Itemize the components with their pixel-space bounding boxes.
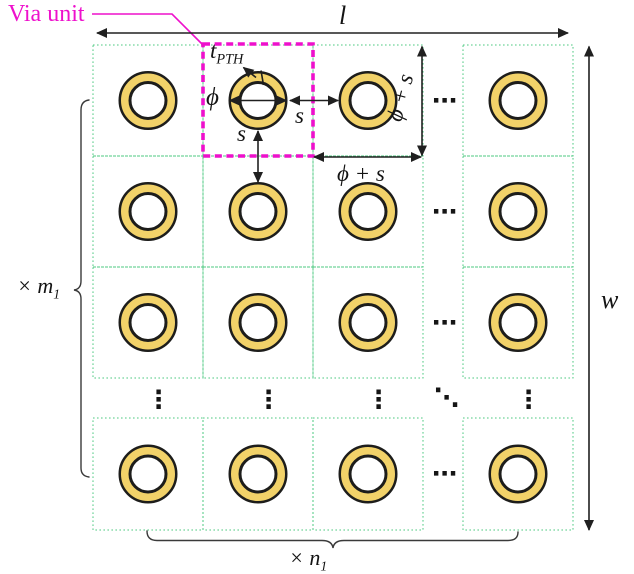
row-ellipsis: ⋯ xyxy=(432,86,457,115)
row-ellipsis: ⋯ xyxy=(432,459,457,488)
column-ellipsis: ⋮ xyxy=(516,385,541,414)
via-ring xyxy=(338,293,398,352)
via-ring xyxy=(488,293,548,352)
via-ring xyxy=(118,444,178,504)
via-ring xyxy=(228,293,288,352)
via-ring xyxy=(118,71,178,130)
plating-thickness-arrow xyxy=(242,66,257,79)
rows-count-brace xyxy=(73,99,90,478)
cols-count-label: × n1 xyxy=(289,545,328,574)
pitch-label-horizontal: ϕ + s xyxy=(337,161,385,186)
column-ellipsis: ⋮ xyxy=(146,385,171,414)
via-ring xyxy=(228,182,288,241)
row-ellipsis: ⋯ xyxy=(432,308,457,337)
via-grid xyxy=(118,71,548,504)
via-ring xyxy=(488,71,548,130)
via-unit-label: Via unit xyxy=(8,1,85,27)
hole-diameter-label: ϕ xyxy=(206,84,219,111)
row-ellipsis: ⋯ xyxy=(432,197,457,226)
via-ring xyxy=(338,182,398,241)
plating-thickness-label: tPTH xyxy=(210,38,244,68)
via-ring xyxy=(338,71,398,130)
diagonal-ellipsis: ⋱ xyxy=(434,383,459,412)
length-label: l xyxy=(339,1,347,30)
via-ring xyxy=(338,444,398,504)
spacing-label-horizontal: s xyxy=(295,103,304,128)
via-ring xyxy=(118,182,178,241)
column-ellipsis: ⋮ xyxy=(256,385,281,414)
rows-count-label: × m1 xyxy=(17,273,61,302)
via-ring xyxy=(228,444,288,504)
cols-count-brace xyxy=(146,530,519,549)
via-unit-leader-line xyxy=(92,13,204,46)
width-label: w xyxy=(601,285,619,314)
column-ellipsis: ⋮ xyxy=(366,385,391,414)
via-ring xyxy=(118,293,178,352)
spacing-label-vertical: s xyxy=(237,121,246,146)
via-ring xyxy=(488,444,548,504)
via-ring xyxy=(488,182,548,241)
plating-thickness-tick xyxy=(260,70,265,86)
